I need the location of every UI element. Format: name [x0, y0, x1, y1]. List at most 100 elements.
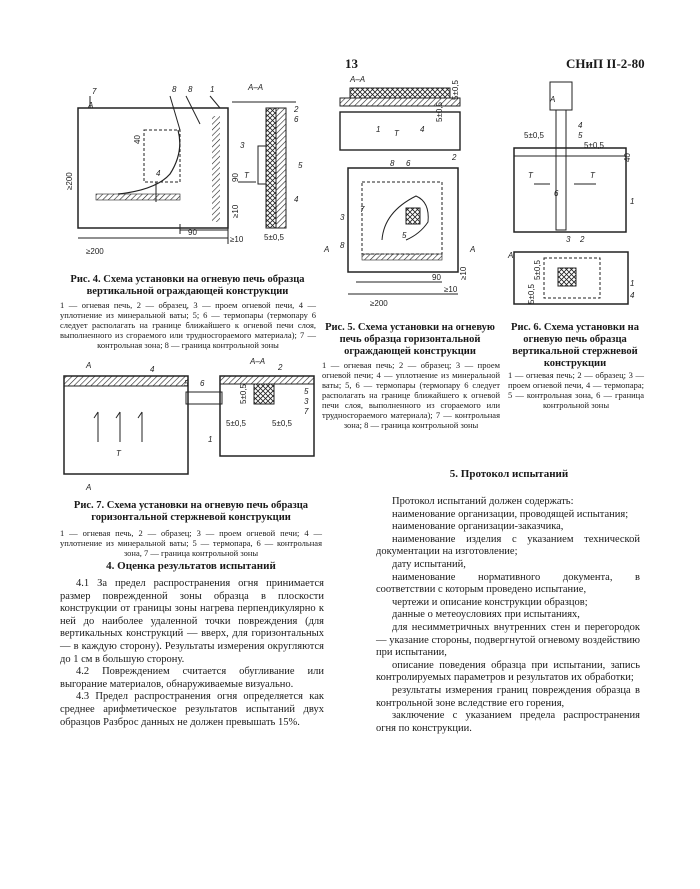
fig4-section-mark: А [87, 101, 93, 110]
figure-5-drawing: А–А T 1 4 5±0,5 5±0,5 8 6 7 5 8 3 2 А А … [320, 72, 480, 312]
section-5-title: 5. Протокол испытаний [449, 468, 569, 480]
fig7-label-T: T [116, 449, 122, 458]
fig5-label-5: 5 [402, 231, 407, 240]
fig6-label-4b: 4 [630, 291, 635, 300]
figure-4-drawing: 7 8 8 1 А 4 40 90 ≥10 ≥200 ≥200 А–А T 3 … [60, 78, 318, 270]
figure-4-legend: 1 — огневая печь, 2 — образец, 3 — проем… [60, 300, 316, 350]
fig5-section-title: А–А [349, 75, 365, 84]
section-5-intro: Протокол испытаний должен содержать: [392, 496, 574, 507]
section-5-item: наименование организации, проводящей исп… [392, 508, 629, 520]
fig5-label-6: 6 [406, 159, 411, 168]
fig4-label-2: 2 [293, 105, 299, 114]
fig5-label-4: 4 [420, 125, 425, 134]
fig6-label-6: 6 [554, 189, 559, 198]
section-4-para-3: 4.3 Предел распространения огня определя… [60, 691, 324, 728]
fig7-label-6: 6 [200, 379, 205, 388]
fig4-label-5: 5 [298, 161, 303, 170]
fig4-dim-10b: ≥10 [231, 204, 240, 218]
fig6-label-1: 1 [630, 197, 634, 206]
fig7-label-5: 5 [184, 379, 189, 388]
fig6-section-mark-b: А [507, 251, 513, 260]
fig4-label-3: 3 [240, 141, 245, 150]
figure-4-caption: Рис. 4. Схема установки на огневую печь … [70, 274, 305, 297]
fig4-dim-200-v: ≥200 [65, 172, 74, 190]
fig5-label-8b: 8 [340, 241, 345, 250]
fig6-dim-5d: 5±0,5 [527, 283, 536, 304]
fig5-label-3: 3 [340, 213, 345, 222]
fig6-label-2: 2 [579, 235, 585, 244]
section-5-item: наименование организации-заказчика, [392, 521, 564, 533]
fig5-label-2: 2 [451, 153, 457, 162]
fig7-label-3: 3 [304, 397, 309, 406]
fig6-dim-5: 5±0,5 [524, 131, 545, 140]
fig4-dim-5: 5±0,5 [264, 233, 285, 242]
fig7-section-mark-b: А [85, 483, 91, 492]
fig7-dim-5c: 5±0,5 [272, 419, 293, 428]
fig4-label-4: 4 [156, 169, 161, 178]
fig6-label-4: 4 [578, 121, 583, 130]
figure-6-legend: 1 — огневая печь; 2 — образец; 3 — проем… [508, 370, 644, 410]
figure-7-caption: Рис. 7. Схема установки на огневую печь … [73, 500, 309, 523]
fig7-dim-5: 5±0,5 [239, 383, 248, 404]
fig4-dim-90b: 90 [231, 173, 240, 182]
section-5-item: данные о метеоусловиях при испытаниях, [392, 609, 580, 621]
fig5-dim-90: 90 [432, 273, 441, 282]
section-5-item: чертежи и описание конструкции образцов; [392, 596, 588, 608]
section-5-item: для несимметричных внутренних стен и пер… [376, 621, 640, 659]
fig7-label-5b: 5 [304, 387, 309, 396]
section-4-body: 4.1 За предел распространения огня прини… [60, 578, 324, 729]
fig4-label-8b: 8 [188, 85, 193, 94]
fig4-label-T: T [244, 171, 250, 180]
fig5-dim-200: ≥200 [370, 299, 388, 308]
figure-5-legend: 1 — огневая печь; 2 — образец; 3 — проем… [322, 360, 500, 430]
figure-7-legend: 1 — огневая печь, 2 — образец; 3 — проем… [60, 528, 322, 558]
fig5-label-1: 1 [376, 125, 380, 134]
fig4-label-7: 7 [92, 87, 97, 96]
doc-code: СНиП II-2-80 [566, 56, 645, 71]
fig7-label-4: 4 [150, 365, 155, 374]
section-4-para-2: 4.2 Повреждением считается обугливание и… [60, 666, 324, 690]
fig6-label-3: 3 [566, 235, 571, 244]
fig4-dim-10: ≥10 [230, 235, 244, 244]
fig5-dim-10: ≥10 [444, 285, 458, 294]
fig4-section-title: А–А [247, 83, 263, 92]
figure-7-drawing: А 4 5 6 T А А–А 2 5 3 7 5±0,5 5±0,5 5±0,… [58, 356, 320, 494]
fig4-dim-90: 90 [188, 228, 197, 237]
fig7-label-2: 2 [277, 363, 283, 372]
figure-6-drawing: T T 4 5 А 5±0,5 5±0,5 40 6 1 3 2 5±0,5 5… [504, 72, 646, 312]
fig5-label-8: 8 [390, 159, 395, 168]
fig7-dim-5b: 5±0,5 [226, 419, 247, 428]
fig4-label-4b: 4 [294, 195, 299, 204]
section-5-item: наименование изделия с указанием техниче… [376, 533, 640, 558]
section-5-item: наименование нормативного документа, в с… [376, 571, 640, 596]
fig5-section-mark-b: А [469, 245, 475, 254]
fig6-label-1b: 1 [630, 279, 634, 288]
fig6-dim-40: 40 [623, 153, 632, 162]
section-5-item: заключение с указанием предела распростр… [376, 710, 640, 734]
fig6-label-T2: T [590, 171, 596, 180]
fig4-dim-200: ≥200 [86, 247, 104, 256]
section-5-body: Протокол испытаний должен содержать: наи… [376, 496, 640, 735]
fig6-label-5: 5 [578, 131, 583, 140]
fig4-dim-40: 40 [133, 135, 142, 144]
fig7-section-title: А–А [249, 357, 265, 366]
section-5-item: дату испытаний, [392, 558, 466, 570]
fig5-section-mark: А [323, 245, 329, 254]
section-4-para-1: 4.1 За предел распространения огня прини… [60, 578, 324, 665]
fig4-label-6: 6 [294, 115, 299, 124]
fig5-label-7: 7 [360, 205, 365, 214]
fig6-section-mark: А [549, 95, 555, 104]
fig5-dim-5b: 5±0,5 [435, 101, 444, 122]
fig7-label-7: 7 [304, 407, 309, 416]
fig6-dim-5b: 5±0,5 [584, 141, 605, 150]
section-5-item: описание поведения образца при испытании… [376, 659, 640, 684]
fig5-dim-5: 5±0,5 [451, 79, 460, 100]
fig4-label-8: 8 [172, 85, 177, 94]
fig7-section-mark: А [85, 361, 91, 370]
fig6-dim-5c: 5±0,5 [533, 259, 542, 280]
fig5-dim-10b: ≥10 [459, 266, 468, 280]
fig7-label-1: 1 [208, 435, 212, 444]
figure-6-caption: Рис. 6. Схема установки на огневую печь … [511, 322, 639, 369]
fig6-label-T: T [528, 171, 534, 180]
section-5-item: результаты измерения границ повреждения … [376, 684, 640, 709]
